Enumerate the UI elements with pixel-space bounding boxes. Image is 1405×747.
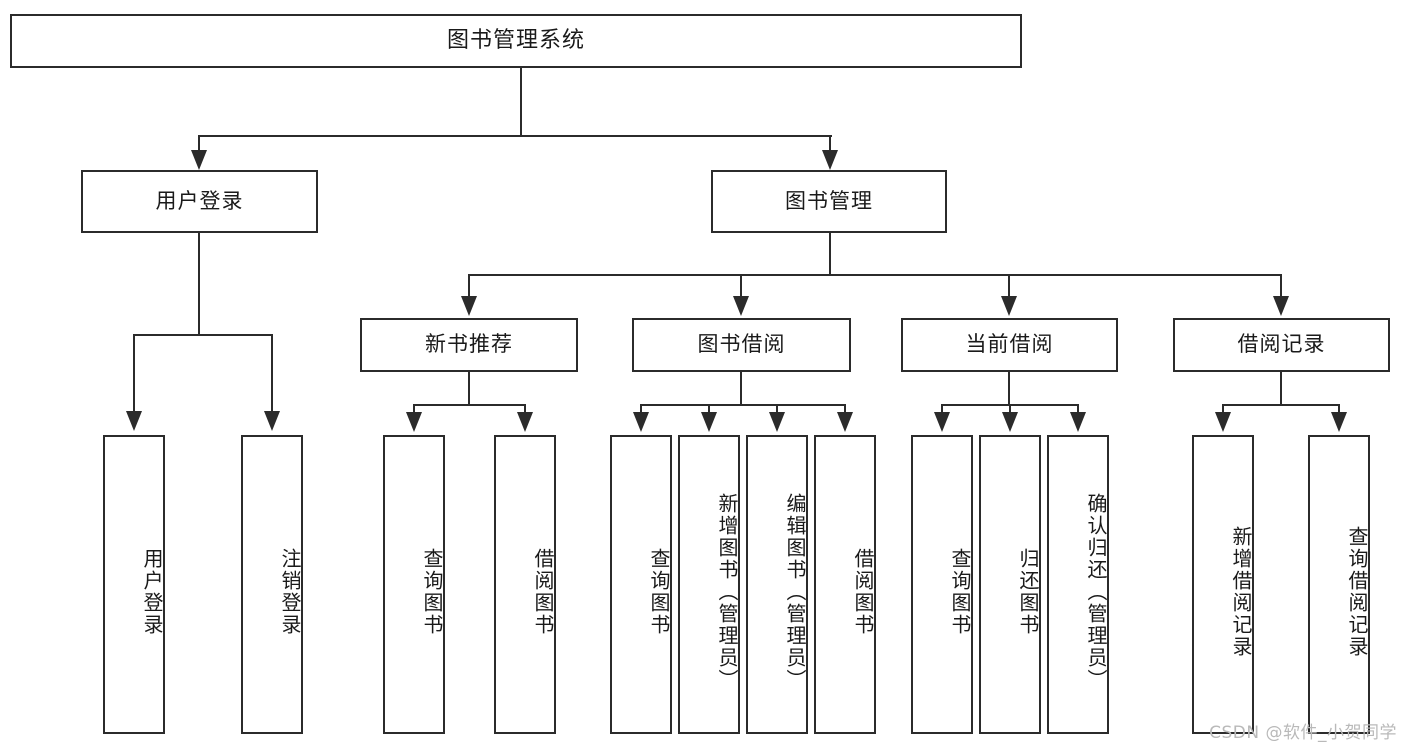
edge-borrow-record-bus <box>1222 404 1340 406</box>
leaf-label: 归还图书 <box>1016 547 1040 636</box>
arrow-borrow-record-to-leaf-1 <box>1331 412 1347 432</box>
edge-root-bus <box>198 135 832 137</box>
arrow-current-borrow-to-leaf-1 <box>1002 412 1018 432</box>
arrow-new-book-to-leaf-0 <box>406 412 422 432</box>
node-book-management[interactable]: 图书管理 <box>711 170 947 233</box>
arrow-new-book-to-leaf-1 <box>517 412 533 432</box>
arrow-user-login-to-leaf-0 <box>126 411 142 431</box>
node-new-book-recommend[interactable]: 新书推荐 <box>360 318 578 372</box>
arrow-book-borrow-to-leaf-3 <box>837 412 853 432</box>
node-borrow-record[interactable]: 借阅记录 <box>1173 318 1390 372</box>
edge-new-book-bus <box>413 404 526 406</box>
node-current-borrow[interactable]: 当前借阅 <box>901 318 1118 372</box>
edge-new-book-to-leaf-0 <box>413 404 415 418</box>
edge-borrow-record-to-leaf-0 <box>1222 404 1224 418</box>
leaf-label: 查询图书 <box>647 547 671 636</box>
leaf-current-borrow-confirm-return[interactable]: 确认归还（管理员） <box>1047 435 1109 734</box>
edge-current-borrow-stem <box>1008 372 1010 405</box>
leaf-book-borrow-borrow[interactable]: 借阅图书 <box>814 435 876 734</box>
csdn-watermark: CSDN @软件_小贺同学 <box>1209 723 1397 743</box>
leaf-current-borrow-query[interactable]: 查询图书 <box>911 435 973 734</box>
leaf-book-borrow-add[interactable]: 新增图书（管理员） <box>678 435 740 734</box>
edge-book-borrow-to-leaf-3 <box>844 404 846 418</box>
leaf-label: 用户登录 <box>140 547 164 636</box>
edge-book-borrow-to-leaf-2 <box>776 404 778 418</box>
arrow-book-borrow-to-leaf-0 <box>633 412 649 432</box>
edge-user-login-to-leaf-1 <box>271 334 273 416</box>
arrow-book-borrow-to-leaf-2 <box>769 412 785 432</box>
arrow-user-login-to-leaf-1 <box>264 411 280 431</box>
leaf-label: 查询图书 <box>948 547 972 636</box>
arrow-current-borrow-to-leaf-2 <box>1070 412 1086 432</box>
arrow-root-to-user-login <box>191 150 207 170</box>
leaf-book-borrow-edit[interactable]: 编辑图书（管理员） <box>746 435 808 734</box>
leaf-user-login-logout[interactable]: 注销登录 <box>241 435 303 734</box>
leaf-user-login-login[interactable]: 用户登录 <box>103 435 165 734</box>
edge-book-borrow-to-leaf-1 <box>708 404 710 418</box>
leaf-label: 注销登录 <box>278 547 302 636</box>
edge-new-book-to-leaf-1 <box>524 404 526 418</box>
leaf-borrow-record-add[interactable]: 新增借阅记录 <box>1192 435 1254 734</box>
arrow-root-to-book-manage <box>822 150 838 170</box>
leaf-label: 查询借阅记录 <box>1345 525 1369 658</box>
edge-root-to-user-login <box>198 135 200 162</box>
edge-new-book-stem <box>468 372 470 405</box>
edge-current-borrow-to-leaf-0 <box>941 404 943 418</box>
leaf-book-borrow-query[interactable]: 查询图书 <box>610 435 672 734</box>
edge-current-borrow-to-leaf-1 <box>1009 404 1011 418</box>
edge-book-manage-to-l3-3 <box>1280 274 1282 302</box>
node-user-login[interactable]: 用户登录 <box>81 170 318 233</box>
leaf-label: 编辑图书（管理员） <box>783 492 807 691</box>
edge-book-borrow-stem <box>740 372 742 405</box>
node-book-borrow[interactable]: 图书借阅 <box>632 318 851 372</box>
leaf-current-borrow-return[interactable]: 归还图书 <box>979 435 1041 734</box>
edge-root-to-book-manage <box>829 135 831 162</box>
edge-book-borrow-to-leaf-0 <box>640 404 642 418</box>
leaf-new-book-query[interactable]: 查询图书 <box>383 435 445 734</box>
edge-borrow-record-to-leaf-1 <box>1338 404 1340 418</box>
edge-book-borrow-bus <box>640 404 846 406</box>
arrow-book-manage-to-l3-1 <box>733 296 749 316</box>
edge-book-manage-bus <box>468 274 1282 276</box>
edge-book-manage-to-l3-1 <box>740 274 742 302</box>
edge-current-borrow-to-leaf-2 <box>1077 404 1079 418</box>
edge-book-manage-to-l3-2 <box>1008 274 1010 302</box>
leaf-label: 新增图书（管理员） <box>715 492 739 691</box>
leaf-label: 查询图书 <box>420 547 444 636</box>
edge-book-manage-to-l3-0 <box>468 274 470 302</box>
arrow-book-borrow-to-leaf-1 <box>701 412 717 432</box>
leaf-borrow-record-query[interactable]: 查询借阅记录 <box>1308 435 1370 734</box>
edge-user-login-stem <box>198 233 200 335</box>
edge-user-login-to-leaf-0 <box>133 334 135 416</box>
leaf-label: 确认归还（管理员） <box>1084 492 1108 691</box>
leaf-label: 借阅图书 <box>531 547 555 636</box>
edge-root-stem <box>520 68 522 136</box>
node-root-book-management-system[interactable]: 图书管理系统 <box>10 14 1022 68</box>
edge-user-login-bus <box>133 334 273 336</box>
leaf-label: 借阅图书 <box>851 547 875 636</box>
arrow-book-manage-to-l3-3 <box>1273 296 1289 316</box>
arrow-book-manage-to-l3-2 <box>1001 296 1017 316</box>
edge-book-manage-stem <box>829 233 831 275</box>
leaf-new-book-borrow[interactable]: 借阅图书 <box>494 435 556 734</box>
edge-borrow-record-stem <box>1280 372 1282 405</box>
arrow-borrow-record-to-leaf-0 <box>1215 412 1231 432</box>
arrow-current-borrow-to-leaf-0 <box>934 412 950 432</box>
leaf-label: 新增借阅记录 <box>1229 525 1253 658</box>
arrow-book-manage-to-l3-0 <box>461 296 477 316</box>
